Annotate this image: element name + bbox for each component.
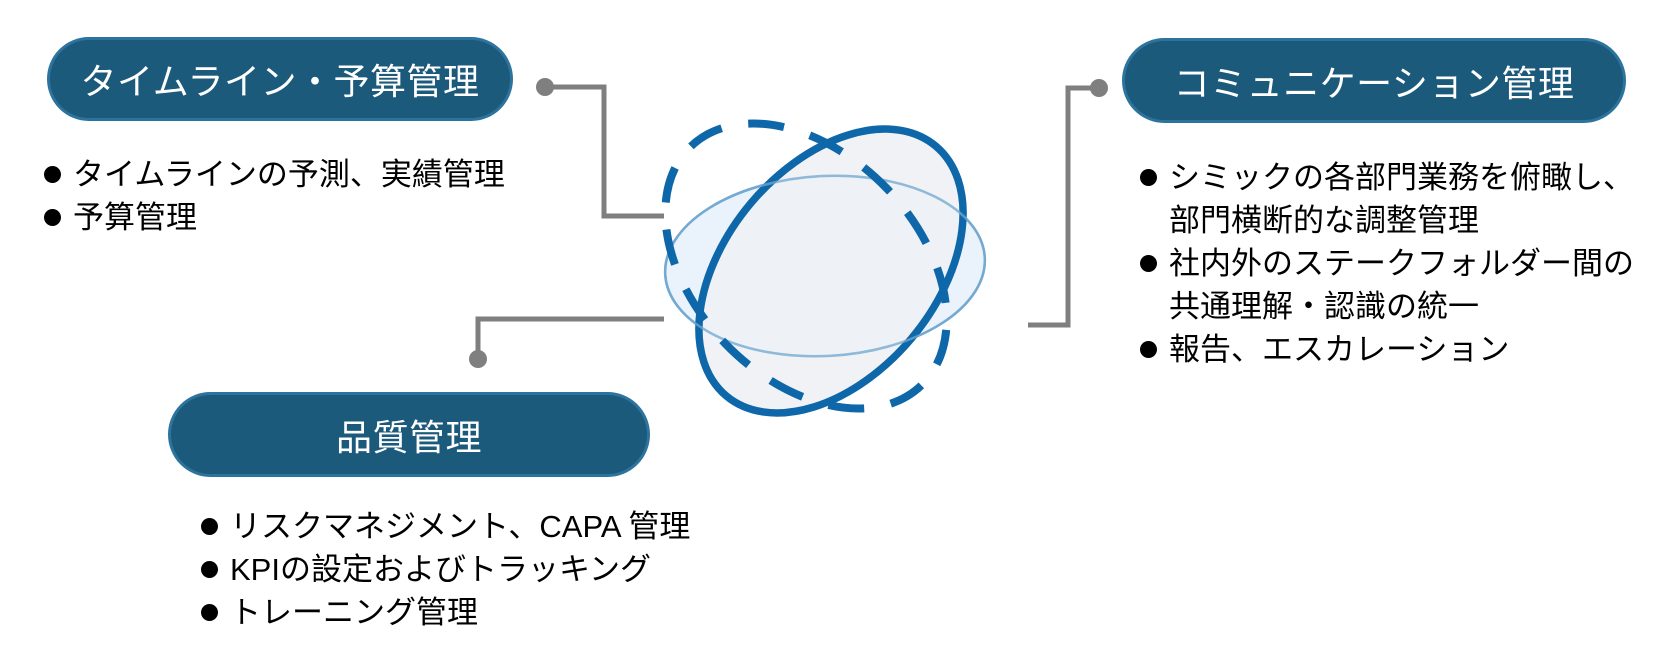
bullet-text: トレーニング管理 (230, 595, 478, 630)
bullet-item: KPIの設定およびトラッキング (201, 548, 741, 591)
bullet-text: KPIの設定およびトラッキング (230, 552, 652, 587)
bullet-icon (201, 518, 218, 535)
bullet-icon (44, 166, 61, 183)
bullet-item: リスクマネジメント、CAPA 管理 (201, 505, 741, 548)
node-title: コミュニケーション管理 (1173, 62, 1575, 104)
bullet-item: シミックの各部門業務を俯瞰し、 部門横断的な調整管理 (1140, 156, 1666, 242)
bullet-list-timeline-budget: タイムラインの予測、実績管理 予算管理 (44, 153, 564, 239)
bullet-item: 社内外のステークフォルダー間の 共通理解・認識の統一 (1140, 242, 1666, 328)
connector-communication (1028, 79, 1108, 328)
connector-quality (469, 316, 664, 368)
bullet-list-communication: シミックの各部門業務を俯瞰し、 部門横断的な調整管理 社内外のステークフォルダー… (1140, 156, 1666, 371)
connector-timeline (536, 78, 664, 219)
bullet-item: 予算管理 (44, 196, 564, 239)
bullet-text: 社内外のステークフォルダー間の 共通理解・認識の統一 (1169, 246, 1634, 324)
node-pill-quality: 品質管理 (168, 392, 650, 477)
bullet-icon (201, 604, 218, 621)
bullet-icon (1140, 255, 1157, 272)
bullet-list-quality: リスクマネジメント、CAPA 管理 KPIの設定およびトラッキング トレーニング… (201, 505, 741, 634)
bullet-icon (201, 561, 218, 578)
bullet-item: トレーニング管理 (201, 591, 741, 634)
node-title: 品質管理 (335, 416, 482, 458)
node-pill-timeline-budget: タイムライン・予算管理 (47, 37, 513, 121)
bullet-text: リスクマネジメント、CAPA 管理 (230, 509, 691, 544)
bullet-icon (44, 209, 61, 226)
bullet-item: 報告、エスカレーション (1140, 328, 1666, 371)
node-pill-communication: コミュニケーション管理 (1122, 38, 1626, 123)
bullet-item: タイムラインの予測、実績管理 (44, 153, 564, 196)
bullet-icon (1140, 341, 1157, 358)
bullet-text: シミックの各部門業務を俯瞰し、 部門横断的な調整管理 (1169, 160, 1634, 238)
center-orbit-graphic (661, 119, 987, 417)
orbit-ellipse-dashed (661, 119, 951, 413)
connector-dot (1090, 79, 1108, 97)
bullet-text: 予算管理 (73, 200, 197, 235)
orbit-ellipse-horizontal-stroke-overlay (663, 174, 987, 358)
connector-dot (536, 78, 554, 96)
connector-dot (469, 350, 487, 368)
bullet-text: タイムラインの予測、実績管理 (73, 157, 505, 192)
node-title: タイムライン・予算管理 (80, 61, 480, 102)
bullet-icon (1140, 169, 1157, 186)
bullet-text: 報告、エスカレーション (1169, 332, 1510, 367)
